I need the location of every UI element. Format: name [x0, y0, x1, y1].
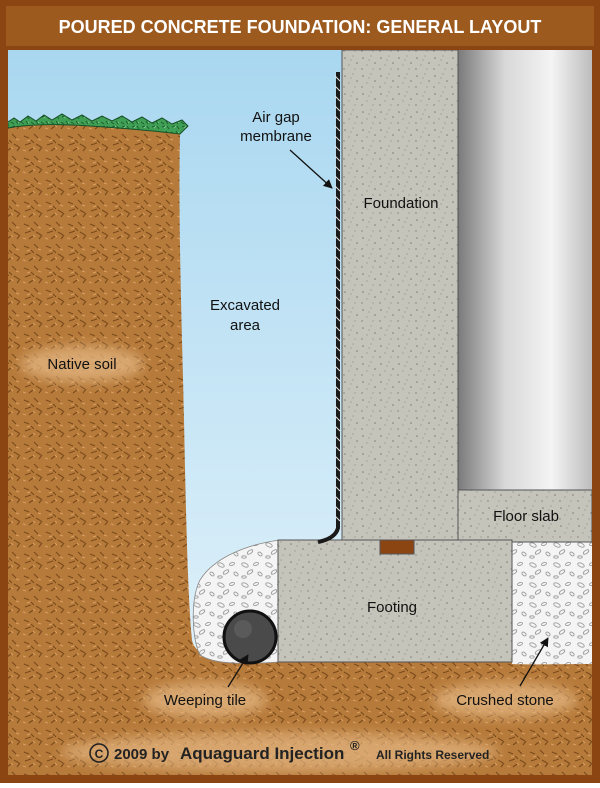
weeping-tile-highlight [234, 620, 252, 638]
weeping-tile-label-glow [143, 682, 267, 718]
copyright-circle-icon [89, 743, 109, 763]
copyright-registered: ® [350, 738, 360, 753]
copyright-glow [60, 732, 500, 772]
footing [277, 539, 513, 663]
crushed-stone-right [512, 542, 592, 665]
native-soil-label: Native soil [47, 356, 116, 373]
grass [8, 113, 189, 135]
diagram-title: POURED CONCRETE FOUNDATION: GENERAL LAYO… [59, 17, 542, 37]
foundation-label: Foundation [363, 195, 438, 212]
foundation-wall [341, 50, 459, 541]
native-soil-region [8, 122, 592, 775]
weeping-tile-pipe [222, 609, 278, 665]
floor-slab [457, 489, 592, 543]
footing-label: Footing [367, 599, 417, 616]
weeping-tile-label: Weeping tile [164, 692, 246, 709]
native-soil-label-glow [20, 346, 144, 382]
weeping-tile-arrow [227, 654, 249, 688]
copyright-brand: Aquaguard Injection [180, 744, 344, 763]
interior-space [458, 50, 592, 490]
crushed-stone-label-glow [433, 682, 577, 718]
excavated-label-line2: area [230, 317, 261, 334]
excavated-label-line1: Excavated [210, 297, 280, 314]
copyright-year: 2009 by [114, 746, 170, 763]
copyright-rights: All Rights Reserved [376, 748, 489, 762]
membrane-dimples [334, 75, 341, 522]
copyright-line: C 2009 by Aquaguard Injection ® All Righ… [89, 738, 489, 763]
title-bar [6, 6, 594, 46]
air-gap-membrane [317, 72, 340, 544]
crushed-stone-label: Crushed stone [456, 692, 554, 709]
air-gap-label-line1: Air gap [252, 109, 300, 126]
air-gap-arrow [289, 149, 333, 189]
crushed-stone-arrow [519, 637, 549, 687]
air-gap-label-line2: membrane [240, 128, 312, 145]
copyright-symbol: C [95, 747, 104, 761]
floor-slab-label: Floor slab [493, 508, 559, 525]
